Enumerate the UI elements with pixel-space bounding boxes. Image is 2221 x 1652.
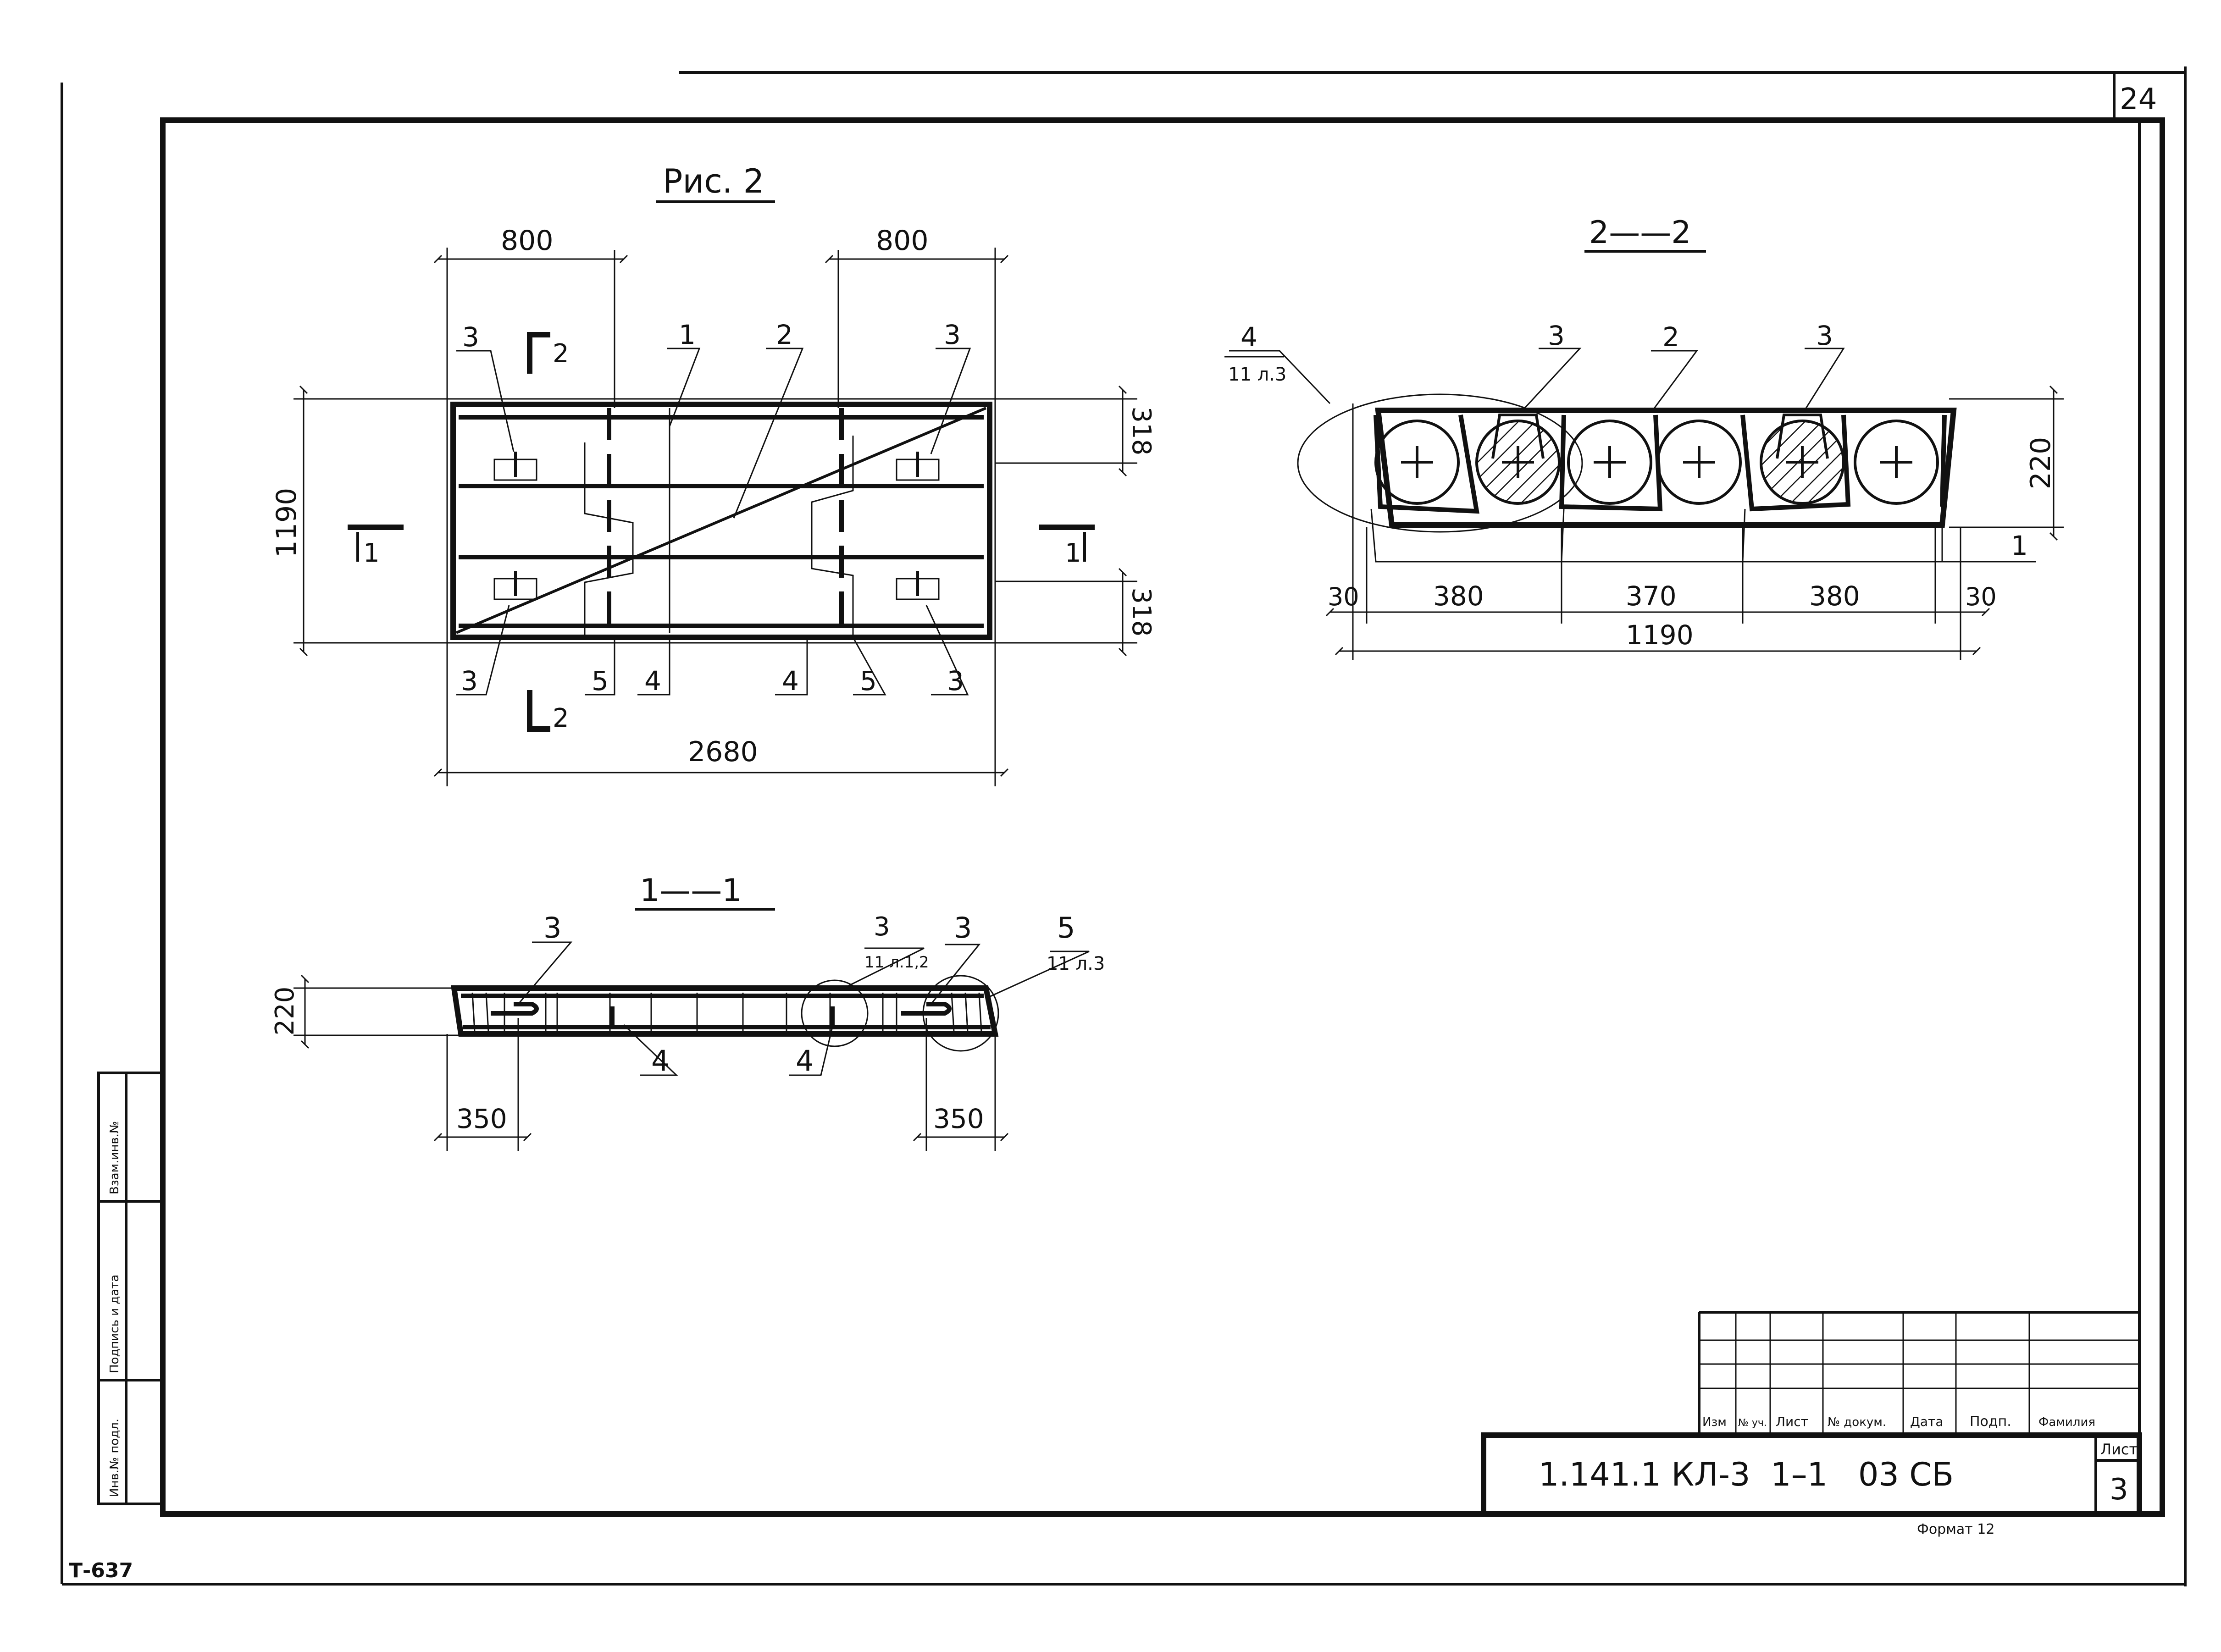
- section-2-callout-4-ref: 11 л.3: [1228, 364, 1286, 385]
- section-2-dim-370: 370: [1626, 580, 1677, 612]
- section-1-leader-3-mid-ref: 11 л.1,2: [864, 953, 929, 972]
- section-1-leader-3-right: 3: [954, 911, 972, 945]
- section-1-leader-3-mid: 3: [874, 912, 890, 942]
- section-1-dim-height: 220: [270, 987, 300, 1036]
- section-1-view: [294, 941, 1090, 1151]
- plan-leader-top-1: 1: [679, 319, 696, 350]
- section-2-callout-4: 4: [1241, 321, 1257, 353]
- plan-leader-bottom-right-3: 3: [947, 665, 964, 696]
- plan-dim-right-bottom: 318: [1126, 588, 1156, 637]
- sheet-frame: [61, 66, 2187, 1586]
- title-block-header-podp: Подп.: [1970, 1414, 2011, 1430]
- section-1-leader-5-ref: 11 л.3: [1047, 953, 1105, 974]
- side-stamp-col3: Инв.№ подл.: [108, 1419, 122, 1497]
- section-1-leader-3-left: 3: [543, 911, 561, 945]
- side-stamp-col2: Подпись и дата: [108, 1275, 122, 1373]
- title-block-header-uch: № уч.: [1738, 1417, 1767, 1429]
- plan-leader-bottom-4a: 4: [644, 665, 661, 696]
- plan-dim-top-left: 800: [501, 225, 554, 257]
- plan-leader-bottom-5a: 5: [592, 665, 609, 696]
- plan-leader-bottom-4b: 4: [782, 665, 799, 696]
- section-2-leader-3a: 3: [1548, 320, 1565, 351]
- section-1-title: 1——1: [640, 873, 742, 909]
- plan-dim-top-right: 800: [876, 225, 929, 257]
- title-block: [1481, 1311, 2142, 1517]
- title-block-header-data: Дата: [1910, 1414, 1944, 1429]
- plan-leader-bottom-left-3: 3: [461, 665, 478, 696]
- section-2-leader-3b: 3: [1816, 320, 1833, 351]
- section-2-dim-30-left: 30: [1328, 582, 1359, 611]
- plan-leader-top-left-3: 3: [462, 321, 479, 353]
- section-1-leader-5: 5: [1057, 911, 1075, 945]
- section-2-view: [1229, 348, 2064, 660]
- corner-code: Т-637: [69, 1559, 133, 1582]
- side-stamp-col1: Взам.инв.№: [108, 1121, 122, 1194]
- figure-title: Рис. 2: [663, 162, 764, 200]
- section-2-dim-30-right: 30: [1965, 582, 1997, 611]
- sheet-label: Лист: [2100, 1441, 2138, 1458]
- side-stamp: [97, 1072, 164, 1505]
- format-label: Формат 12: [1917, 1521, 1994, 1537]
- section-2-leader-2: 2: [1662, 321, 1679, 353]
- plan-leader-top-right-3: 3: [944, 319, 961, 350]
- section-1-leader-4-mid: 4: [796, 1044, 814, 1077]
- section-2-dim-380-left: 380: [1433, 580, 1484, 612]
- plan-leader-bottom-5b: 5: [860, 665, 877, 696]
- plan-dim-bottom: 2680: [688, 736, 758, 768]
- plan-dim-left: 1190: [271, 488, 303, 558]
- document-designation: 1.141.1 КЛ-3 1–1 03 СБ: [1539, 1456, 1954, 1493]
- plan-section-mark-bottom: 2: [553, 703, 569, 733]
- section-1-dim-right: 350: [933, 1103, 984, 1134]
- title-block-header-familiya: Фамилия: [2038, 1415, 2095, 1429]
- sheet-value: 3: [2110, 1473, 2128, 1507]
- section-2-dim-height: 220: [2025, 437, 2057, 490]
- sheet-number: 24: [2120, 83, 2157, 116]
- section-2-dim-380-right: 380: [1809, 580, 1860, 612]
- plan-dim-right-top: 318: [1126, 407, 1156, 456]
- section-2-title: 2——2: [1589, 215, 1691, 251]
- title-block-header-izm: Изм: [1702, 1415, 1727, 1429]
- section-1-leader-4-left: 4: [651, 1044, 669, 1077]
- plan-section-mark-top: 2: [553, 339, 569, 369]
- plan-section-mark-right: 1: [1065, 538, 1081, 568]
- plan-leader-top-2: 2: [776, 319, 793, 350]
- section-2-leader-1: 1: [2011, 530, 2028, 561]
- section-1-dim-left: 350: [456, 1103, 507, 1134]
- plan-view: [294, 248, 1137, 786]
- title-block-header-dokum: № докум.: [1828, 1415, 1886, 1429]
- plan-section-mark-left: 1: [363, 538, 380, 568]
- section-2-dim-total: 1190: [1626, 619, 1694, 651]
- title-block-header-list: Лист: [1776, 1414, 1808, 1429]
